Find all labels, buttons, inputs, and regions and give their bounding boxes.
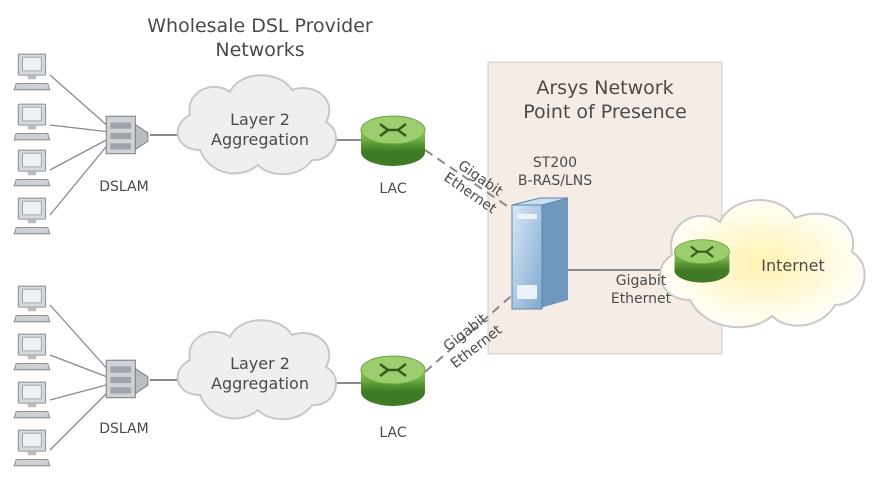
- st200-label: ST200 B-RAS/LNS: [510, 154, 600, 190]
- dslam-icon-bottom: [105, 359, 149, 399]
- pop-title-line-1: Arsys Network: [536, 77, 674, 99]
- st200-device-icon: [511, 197, 569, 310]
- pc-icons-top: [13, 53, 51, 235]
- router-icon-lac-bottom: [359, 354, 427, 408]
- cloud-top-label-line-2: Aggregation: [211, 130, 309, 149]
- cloud-bottom-label: Layer 2 Aggregation: [200, 354, 320, 394]
- gigabit-label-internet: Gigabit Ethernet: [596, 272, 686, 308]
- pop-title: Arsys Network Point of Presence: [500, 76, 710, 124]
- computer-icon: [13, 333, 51, 371]
- diagram-title: Wholesale DSL Provider Networks: [128, 14, 392, 62]
- dslam-label-top: DSLAM: [99, 179, 149, 195]
- gigabit-internet-line-2: Ethernet: [610, 291, 672, 307]
- cloud-top-label: Layer 2 Aggregation: [200, 110, 320, 150]
- cloud-internet: [659, 199, 866, 329]
- dslam-label-bottom: DSLAM: [99, 421, 149, 437]
- title-line-2: Networks: [215, 39, 305, 61]
- computer-icon: [13, 53, 51, 91]
- computer-icon: [13, 381, 51, 419]
- title-line-1: Wholesale DSL Provider: [147, 15, 373, 37]
- dslam-icon-top: [105, 115, 149, 155]
- cloud-top-label-line-1: Layer 2: [230, 110, 290, 129]
- computer-icon: [13, 149, 51, 187]
- router-icon-lac-top: [359, 114, 427, 168]
- internet-label: Internet: [761, 256, 825, 275]
- lac-label-top: LAC: [379, 181, 407, 197]
- pc-links-top: [49, 74, 111, 216]
- st200-label-line-1: ST200: [532, 155, 578, 171]
- cloud-top: [176, 74, 337, 176]
- lac-label-bottom: LAC: [379, 425, 407, 441]
- pc-icons-bottom: [13, 285, 51, 467]
- pop-title-line-2: Point of Presence: [523, 101, 687, 123]
- computer-icon: [13, 103, 51, 141]
- computer-icon: [13, 429, 51, 467]
- pc-links-bottom: [49, 304, 111, 451]
- cloud-bottom: [176, 319, 337, 421]
- gigabit-internet-line-1: Gigabit: [615, 273, 667, 289]
- computer-icon: [13, 197, 51, 235]
- cloud-bottom-label-line-1: Layer 2: [230, 354, 290, 373]
- st200-label-line-2: B-RAS/LNS: [517, 173, 593, 189]
- cloud-bottom-label-line-2: Aggregation: [211, 374, 309, 393]
- computer-icon: [13, 285, 51, 323]
